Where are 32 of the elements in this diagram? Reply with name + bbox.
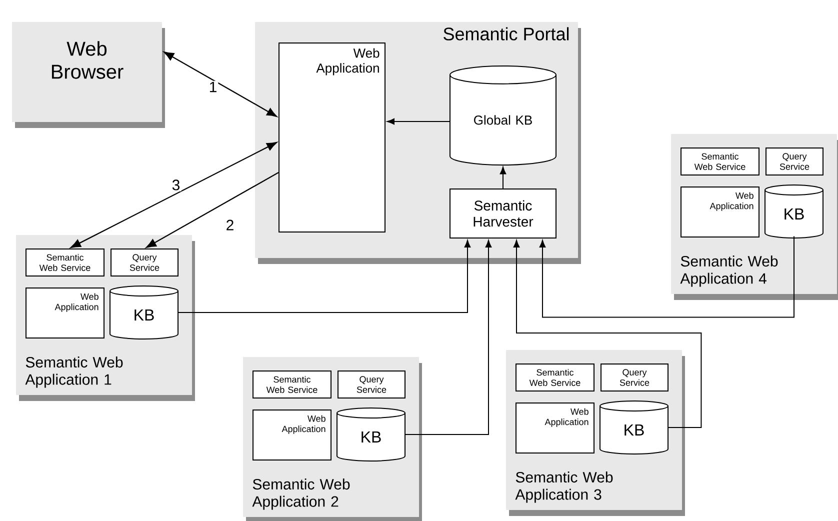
arrow (146, 172, 279, 248)
arrow (387, 118, 450, 125)
arrow (513, 240, 702, 428)
edge-label: 3 (170, 178, 182, 192)
application-box: Web Application (26, 288, 104, 338)
arrow (178, 240, 471, 313)
database-cylinder: KB (600, 400, 668, 454)
edge-label: 2 (224, 218, 236, 232)
component-box: Query Service (600, 364, 668, 392)
application-box: Web Application (680, 186, 760, 238)
component-box: Semantic Web Service (252, 370, 332, 398)
application-box: Web Application (278, 42, 386, 232)
component-box: Semantic Web Service (680, 148, 760, 176)
arrow (500, 166, 506, 189)
component-box: Query Service (110, 248, 178, 276)
database-cylinder: Global KB (450, 66, 556, 166)
application-box: Web Application (252, 410, 332, 460)
database-cylinder: KB (764, 184, 824, 238)
database-cylinder: KB (336, 408, 406, 462)
component-box: Semantic Web Service (26, 248, 104, 276)
database-cylinder: KB (110, 286, 178, 340)
application-box: Web Application (516, 402, 594, 454)
component-box: Semantic Harvester (450, 188, 556, 238)
component-box: Query Service (338, 370, 406, 398)
arrow (164, 52, 277, 117)
browser-box: Web Browser (12, 22, 165, 128)
arrow (539, 236, 794, 318)
arrow (70, 142, 277, 248)
edge-label: 1 (208, 80, 218, 94)
arrow (404, 240, 492, 435)
component-box: Semantic Web Service (516, 364, 594, 392)
component-box: Query Service (766, 148, 824, 176)
